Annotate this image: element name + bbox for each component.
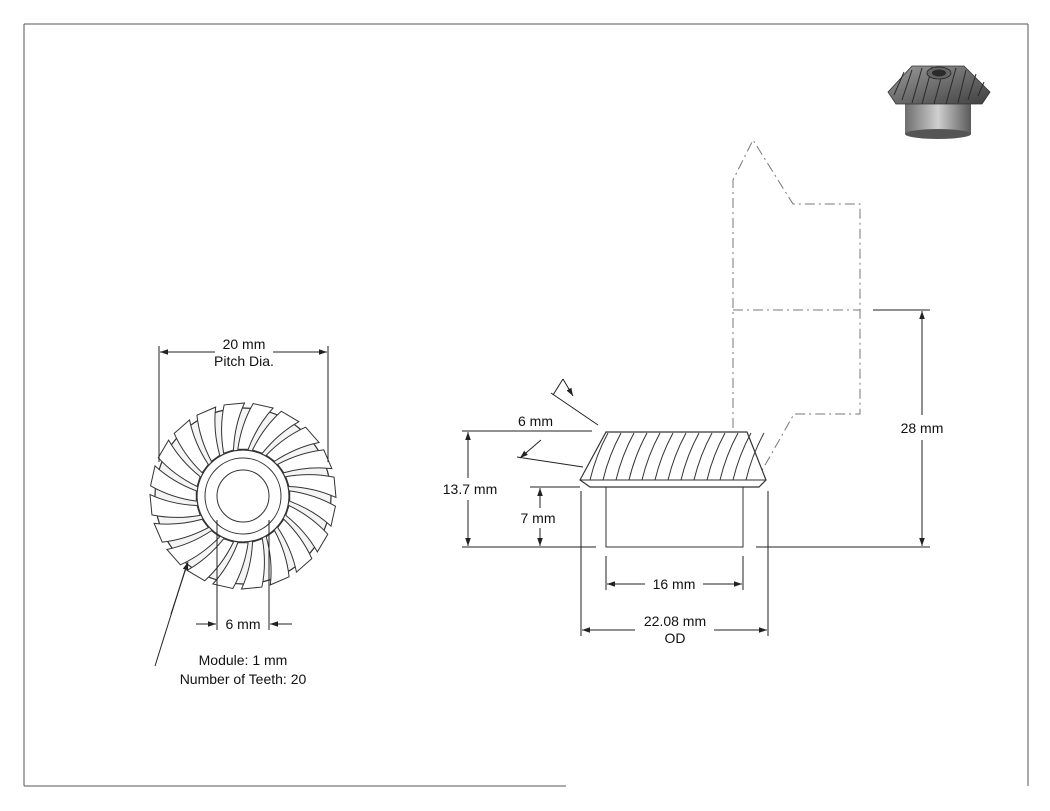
- pitch-dia-value: 20 mm: [223, 336, 266, 352]
- sheet-border: [23, 23, 1029, 787]
- gear-tooth: [237, 402, 275, 450]
- side-tooth-line: [641, 432, 661, 481]
- gear-tooth: [277, 518, 313, 574]
- gear-tooth: [149, 493, 201, 518]
- gear-3d-preview-icon: [887, 65, 991, 139]
- mount-distance-dimension: 28 mm: [756, 309, 944, 548]
- gear-tooth: [157, 439, 201, 488]
- side-tooth-line: [732, 432, 752, 481]
- gear-tooth: [285, 474, 337, 499]
- gear-tooth: [265, 426, 321, 462]
- gear-bore-circle: [216, 469, 270, 523]
- bore-dimension: 6 mm: [196, 520, 292, 632]
- side-tooth-line: [589, 432, 609, 481]
- gear-tooth: [211, 542, 249, 590]
- side-tooth-line: [615, 432, 635, 481]
- gear-tooth: [240, 538, 265, 590]
- side-view-gear: [579, 431, 767, 548]
- side-tooth-line: [706, 432, 726, 481]
- gear-tooth: [221, 402, 246, 454]
- od-value: 22.08 mm: [644, 613, 706, 629]
- gear-tooth: [149, 464, 197, 502]
- pitch-dia-label: Pitch Dia.: [214, 353, 274, 369]
- side-tooth-line: [719, 432, 739, 481]
- hub-dia-value: 16 mm: [653, 576, 696, 592]
- total-height-value: 13.7 mm: [443, 481, 497, 497]
- gear-tooth: [289, 490, 337, 528]
- hub-dia-dimension: 16 mm: [605, 556, 744, 592]
- gear-tooth: [173, 418, 209, 474]
- module-note-text: Module: 1 mm: [199, 652, 288, 668]
- module-note: Module: 1 mm Number of Teeth: 20: [154, 561, 307, 687]
- gear-tooth: [153, 518, 209, 543]
- face-width-value: 6 mm: [518, 413, 553, 429]
- mating-gear-phantom: [732, 138, 861, 475]
- side-tooth-line: [602, 432, 622, 481]
- gear-tooth: [165, 530, 221, 566]
- gear-tooth: [277, 449, 333, 474]
- hub-body: [605, 486, 744, 548]
- side-tooth-line: [680, 432, 700, 481]
- mount-distance-value: 28 mm: [901, 420, 944, 436]
- side-tooth-line: [628, 432, 648, 481]
- pitch-dia-dimension: 20 mm Pitch Dia.: [158, 336, 329, 462]
- gear-tooth: [251, 410, 300, 454]
- od-dimension: 22.08 mm OD: [580, 491, 769, 646]
- gear-tooth: [196, 406, 221, 462]
- hub-height-dimension: 7 mm: [521, 486, 580, 546]
- total-height-dimension: 13.7 mm: [438, 430, 596, 548]
- face-width-dimension: 6 mm: [516, 378, 599, 468]
- side-teeth-lines: [589, 432, 765, 481]
- teeth-note-text: Number of Teeth: 20: [180, 671, 307, 687]
- side-tooth-line: [667, 432, 687, 481]
- side-tooth-line: [693, 432, 713, 481]
- bore-value: 6 mm: [226, 616, 261, 632]
- gear-tooth: [285, 504, 329, 553]
- front-view-gear: [149, 402, 337, 590]
- side-tooth-line: [654, 432, 674, 481]
- hub-height-value: 7 mm: [521, 510, 556, 526]
- od-label: OD: [665, 630, 686, 646]
- side-tooth-line: [745, 432, 765, 481]
- gear-teeth: [149, 402, 337, 590]
